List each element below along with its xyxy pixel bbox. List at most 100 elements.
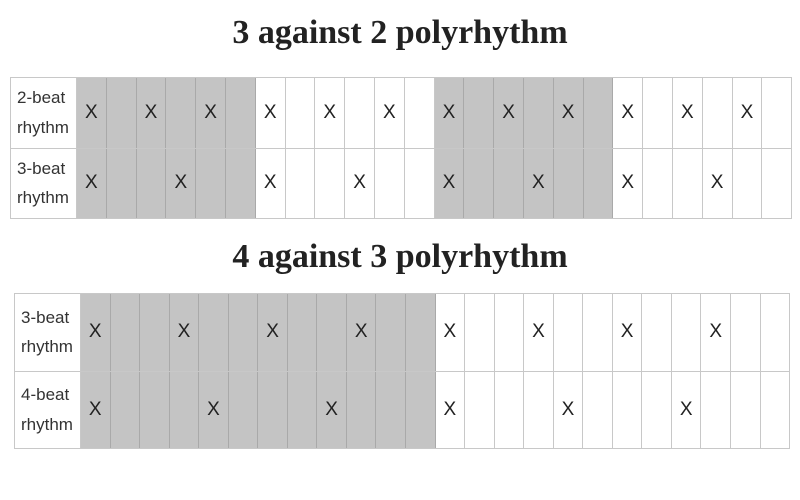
beat-cell bbox=[140, 371, 170, 448]
beat-cell bbox=[106, 148, 137, 218]
row-label: 2-beat rhythm bbox=[11, 78, 77, 148]
beat-cell bbox=[613, 371, 643, 448]
beat-cell bbox=[494, 148, 524, 218]
diagram-title: 3 against 2 polyrhythm bbox=[232, 14, 568, 51]
beat-cell bbox=[464, 78, 495, 148]
beat-cell bbox=[762, 149, 791, 219]
beat-cell bbox=[110, 294, 141, 371]
beat-cell bbox=[225, 78, 256, 148]
beat-cell bbox=[110, 371, 141, 448]
beat-cell bbox=[465, 294, 495, 371]
beat-cell bbox=[315, 148, 346, 218]
beat-cell bbox=[199, 294, 229, 371]
beat-cell bbox=[642, 371, 672, 448]
beat-cell bbox=[495, 294, 525, 371]
row-label-line1: 3-beat bbox=[21, 307, 70, 327]
beat-hit-cell: X bbox=[703, 148, 733, 218]
beat-hit-cell: X bbox=[77, 78, 107, 148]
beat-hit-cell: X bbox=[346, 294, 377, 371]
beat-hit-cell: X bbox=[523, 148, 554, 218]
diagram-title: 4 against 3 polyrhythm bbox=[232, 238, 568, 275]
beat-cell bbox=[554, 294, 584, 371]
beat-hit-cell: X bbox=[258, 294, 288, 371]
beat-hit-cell: X bbox=[436, 294, 466, 371]
beat-cell bbox=[106, 78, 137, 148]
row-label-line1: 2-beat bbox=[17, 88, 66, 107]
beat-cell bbox=[583, 78, 614, 148]
beat-cell bbox=[196, 148, 226, 218]
beat-hit-cell: X bbox=[81, 294, 111, 371]
beat-cell bbox=[495, 371, 525, 448]
beat-hit-cell: X bbox=[199, 371, 229, 448]
row-label-line2: rhythm bbox=[17, 117, 69, 137]
beat-cell bbox=[703, 78, 733, 148]
beat-cell bbox=[228, 371, 259, 448]
beat-cell bbox=[731, 371, 761, 448]
beat-cell bbox=[405, 78, 435, 148]
beat-cell bbox=[761, 294, 790, 371]
beat-hit-cell: X bbox=[613, 78, 644, 148]
beat-cell bbox=[258, 371, 288, 448]
beat-cell bbox=[701, 371, 732, 448]
beat-hit-cell: X bbox=[673, 78, 703, 148]
beat-cell bbox=[643, 78, 673, 148]
row-label-line2: rhythm bbox=[17, 188, 69, 208]
beat-cell bbox=[345, 78, 375, 148]
beat-hit-cell: X bbox=[169, 294, 200, 371]
beat-hit-cell: X bbox=[733, 78, 763, 148]
beat-cell bbox=[376, 294, 407, 371]
beat-cell bbox=[287, 294, 318, 371]
beat-hit-cell: X bbox=[434, 78, 465, 148]
beat-cell bbox=[642, 294, 672, 371]
beat-cell bbox=[465, 371, 495, 448]
row-label-line1: 3-beat bbox=[17, 158, 66, 178]
beat-cell bbox=[733, 148, 763, 218]
beat-hit-cell: X bbox=[81, 371, 111, 448]
beat-hit-cell: X bbox=[256, 148, 286, 218]
beat-cell bbox=[583, 294, 613, 371]
beat-cell bbox=[672, 294, 702, 371]
beat-cell bbox=[287, 371, 318, 448]
beat-cell bbox=[524, 371, 554, 448]
beat-cell bbox=[286, 78, 316, 148]
beat-cell bbox=[169, 371, 200, 448]
beat-cell bbox=[228, 294, 259, 371]
beat-hit-cell: X bbox=[166, 148, 197, 218]
beat-cell bbox=[464, 148, 495, 218]
beat-cell bbox=[136, 148, 167, 218]
beat-hit-cell: X bbox=[554, 371, 584, 448]
beat-cell bbox=[583, 148, 614, 218]
beat-cell bbox=[405, 148, 435, 218]
beat-hit-cell: X bbox=[553, 78, 584, 148]
beat-hit-cell: X bbox=[345, 148, 375, 218]
beat-cell bbox=[643, 148, 673, 218]
row-label: 4-beat rhythm bbox=[15, 371, 81, 448]
beat-hit-cell: X bbox=[494, 78, 524, 148]
beat-cell bbox=[731, 294, 761, 371]
beat-hit-cell: X bbox=[315, 78, 346, 148]
beat-cell bbox=[225, 148, 256, 218]
beat-hit-cell: X bbox=[701, 294, 732, 371]
beat-cell bbox=[166, 78, 197, 148]
beat-hit-cell: X bbox=[672, 371, 702, 448]
beat-cell bbox=[346, 371, 377, 448]
beat-hit-cell: X bbox=[77, 148, 107, 218]
row-label-line2: rhythm bbox=[21, 337, 73, 357]
row-label: 3-beat rhythm bbox=[11, 148, 77, 218]
beat-hit-cell: X bbox=[196, 78, 226, 148]
beat-cell bbox=[286, 148, 316, 218]
beat-cell bbox=[375, 148, 405, 218]
row-label: 3-beat rhythm bbox=[15, 294, 81, 371]
beat-cell bbox=[406, 371, 436, 448]
beat-cell bbox=[523, 78, 554, 148]
beat-cell bbox=[583, 371, 613, 448]
beat-hit-cell: X bbox=[434, 148, 465, 218]
beat-cell bbox=[762, 78, 791, 148]
